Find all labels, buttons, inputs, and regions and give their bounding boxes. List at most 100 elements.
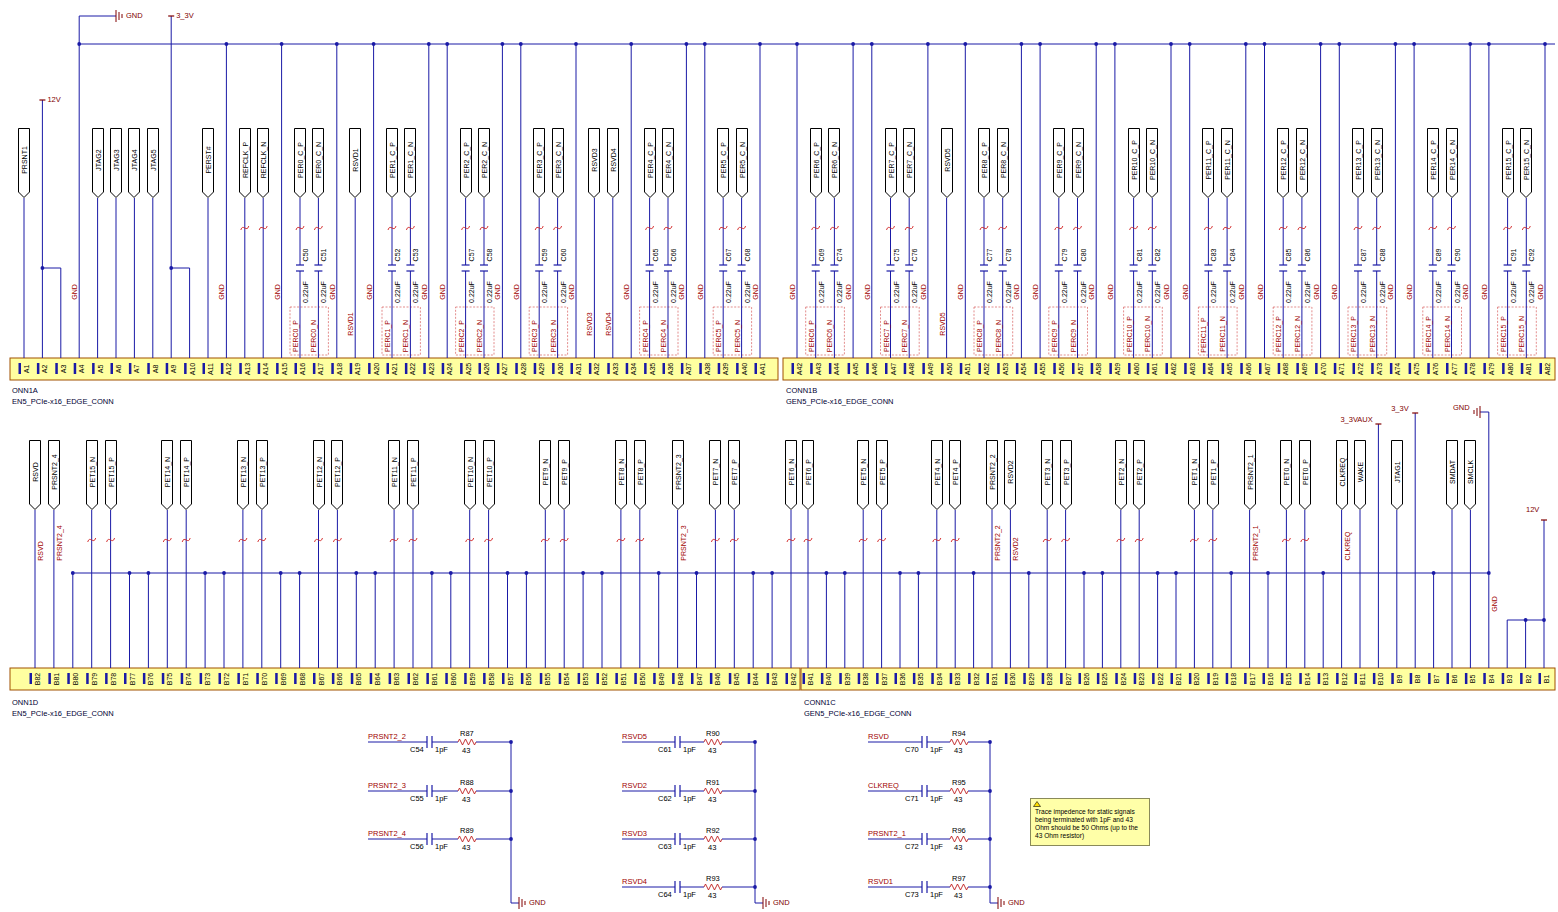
- hierarchical-port: PER9_C_P: [1053, 128, 1065, 198]
- pin-number: A35: [648, 363, 655, 375]
- hierarchical-port: PET6_P: [802, 440, 814, 510]
- wire: [110, 510, 111, 668]
- pin-number: B26: [1083, 673, 1090, 685]
- pin-number: A48: [908, 363, 915, 375]
- hierarchical-port: PET15_P: [105, 440, 117, 510]
- wire: [965, 44, 966, 358]
- ground-symbol: [769, 901, 770, 905]
- junction-dot: [1337, 42, 1341, 46]
- port-outline: [1128, 129, 1139, 198]
- pin-number: B66: [336, 673, 343, 685]
- wire: [1304, 510, 1305, 668]
- ground-symbol: [998, 897, 999, 909]
- wire: [79, 16, 116, 44]
- capacitor-value: 0.22uF: [559, 281, 566, 303]
- net-label: PERC8_P: [976, 320, 983, 352]
- pin-marker: [672, 673, 675, 684]
- port-name: PRSNT2_4: [50, 454, 57, 489]
- pin-number: A70: [1319, 363, 1326, 375]
- pin-marker: [442, 363, 445, 374]
- diff-pair-box: [456, 307, 494, 355]
- pin-number: A69: [1300, 363, 1307, 375]
- port-name: PER2_C_N: [481, 142, 488, 178]
- pin-number: B34: [935, 673, 942, 685]
- hierarchical-port: RSVD: [29, 440, 41, 510]
- wire: [1452, 510, 1453, 668]
- diff-pair-marker: [296, 226, 304, 230]
- pin-number: B62: [412, 673, 419, 685]
- capacitor-value: 0.22uF: [986, 281, 993, 303]
- part-label: EN5_PCIe-x16_EDGE_CONN: [12, 709, 114, 718]
- junction-dot: [501, 42, 505, 46]
- pin-number: A24: [446, 363, 453, 375]
- pin-number: B71: [241, 673, 248, 685]
- wire: [868, 887, 922, 888]
- capacitor-symbol: [674, 736, 675, 748]
- junction-dot: [1263, 42, 1267, 46]
- capacitor-symbol: [921, 736, 922, 748]
- wire: [658, 573, 659, 668]
- wire: [844, 573, 845, 668]
- wire: [1102, 573, 1103, 668]
- diff-pair-marker: [980, 226, 988, 230]
- pin-number: B58: [487, 673, 494, 685]
- capacitor-symbol: [830, 264, 838, 265]
- power-flag: [1412, 412, 1418, 413]
- resistor-name: R94: [952, 729, 966, 738]
- port-outline: [483, 441, 494, 510]
- hierarchical-port: PET6_N: [785, 440, 797, 510]
- wire: [53, 510, 54, 668]
- hierarchical-port: SMDAT: [1446, 440, 1458, 510]
- pin-number: A44: [833, 363, 840, 375]
- junction-dot: [1101, 571, 1105, 575]
- pin-number: B63: [393, 673, 400, 685]
- pin-marker: [426, 673, 429, 684]
- capacitor-name: C51: [320, 248, 327, 261]
- diff-pair-marker: [1522, 226, 1530, 230]
- pin-marker: [681, 363, 684, 374]
- pin-marker: [129, 363, 132, 374]
- hierarchical-port: PRSNT2_4: [48, 440, 60, 510]
- junction-dot: [870, 42, 874, 46]
- port-outline: [19, 129, 30, 198]
- wire: [686, 44, 687, 358]
- wire: [392, 271, 393, 358]
- capacitor-symbol: [738, 264, 746, 265]
- port-outline: [1005, 441, 1016, 510]
- junction-dot: [751, 571, 755, 575]
- port-name: RSVD5: [943, 148, 950, 171]
- wire: [1058, 271, 1059, 358]
- port-outline: [1446, 129, 1457, 198]
- capacitor-symbol: [480, 270, 488, 271]
- port-outline: [1465, 441, 1476, 510]
- net-label: PERC4_N: [660, 320, 667, 352]
- wire: [1208, 271, 1209, 358]
- diff-pair-marker: [315, 538, 323, 542]
- pin-number: A68: [1282, 363, 1289, 375]
- junction-dot: [1094, 42, 1098, 46]
- wire: [1525, 620, 1526, 668]
- pin-marker: [184, 363, 187, 374]
- diff-pair-marker: [1429, 226, 1437, 230]
- pin-number: A47: [889, 363, 896, 375]
- junction-dot: [917, 571, 921, 575]
- capacitor-value: 1pF: [930, 794, 943, 803]
- junction-dot: [203, 571, 207, 575]
- pin-number: B68: [298, 673, 305, 685]
- hierarchical-port: REFCLK_N: [257, 128, 269, 198]
- wire: [318, 510, 319, 668]
- pin-marker: [736, 363, 739, 374]
- wire: [1096, 44, 1097, 358]
- wire: [299, 573, 300, 668]
- pin-number: B72: [223, 673, 230, 685]
- pin-number: B43: [771, 673, 778, 685]
- diff-pair-marker: [878, 538, 886, 542]
- net-label: GND: [420, 284, 427, 300]
- wire: [1432, 271, 1433, 358]
- capacitor-value: 0.22uF: [1135, 281, 1142, 303]
- wire: [1040, 44, 1041, 358]
- pin-number: A37: [685, 363, 692, 375]
- pin-marker: [1240, 363, 1243, 374]
- pin-number: A14: [262, 363, 269, 375]
